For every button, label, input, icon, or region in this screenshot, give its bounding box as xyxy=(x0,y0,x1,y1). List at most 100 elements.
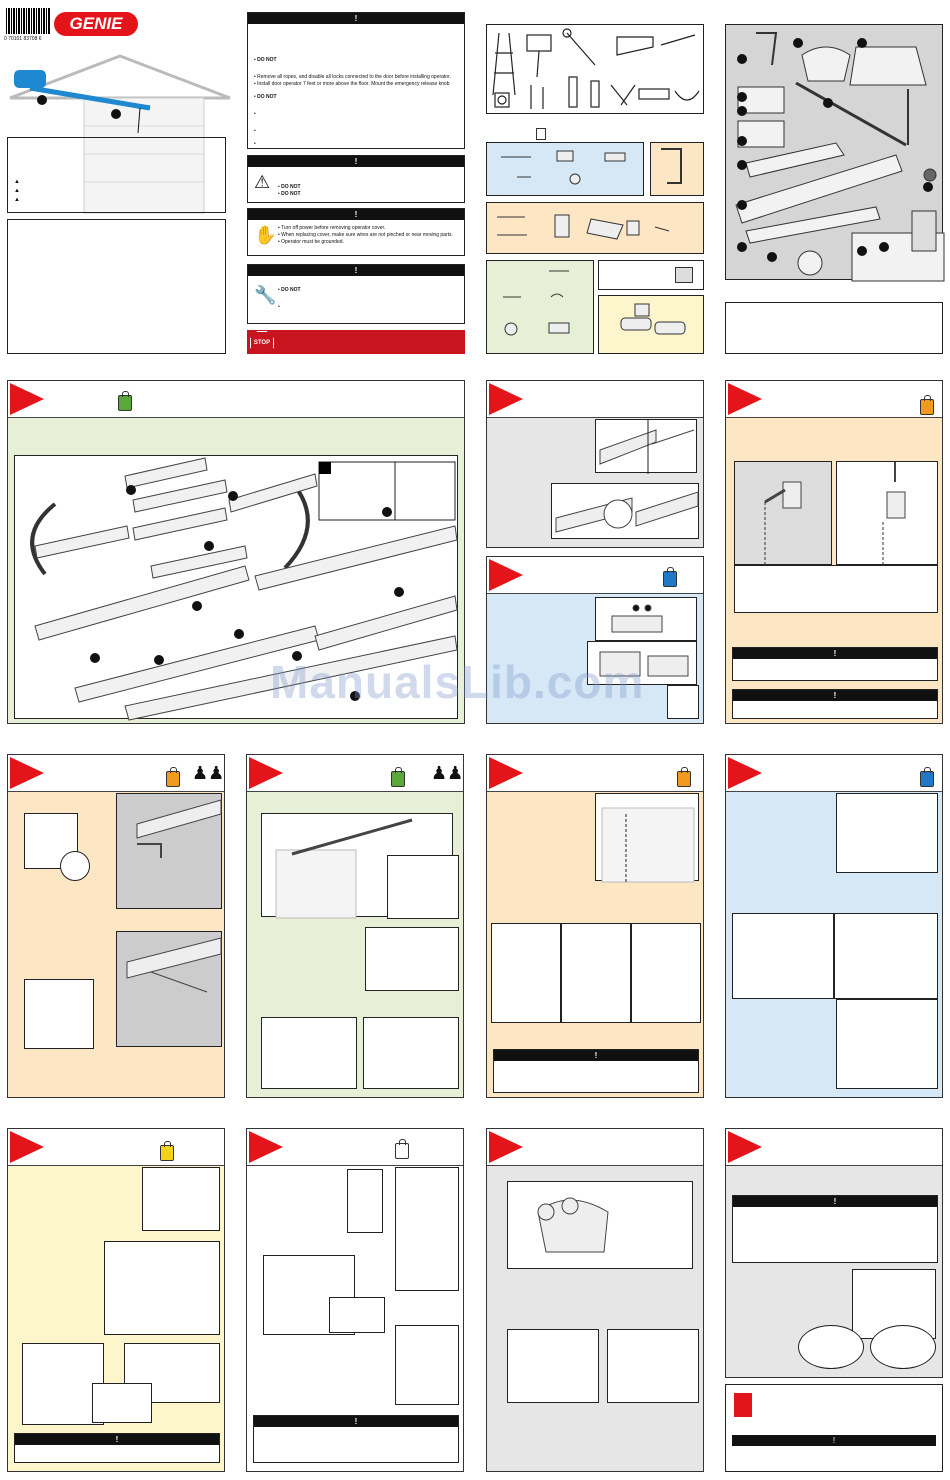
figure-5a-detail xyxy=(60,851,90,881)
stop-bar: STOP xyxy=(247,330,465,355)
step-5-panel: ♟♟ xyxy=(7,754,225,1098)
orange-bag-icon xyxy=(677,767,691,787)
barcode-number: 0 70101 83708 6 xyxy=(4,36,42,42)
blue-bag-icon xyxy=(920,767,934,787)
step-9-warning: ! xyxy=(14,1433,220,1463)
step-10-warning-label xyxy=(395,1325,459,1405)
figure-7b xyxy=(491,923,561,1023)
genie-logo: GENIE xyxy=(54,12,138,36)
figure-9e xyxy=(92,1383,152,1423)
stop-sign-icon: STOP xyxy=(250,331,274,355)
figure-10a xyxy=(347,1169,383,1233)
rail-assembly-figure xyxy=(14,455,458,721)
figure-9a xyxy=(142,1167,220,1231)
orange-bag-icon xyxy=(166,767,180,787)
safety-bullet: Remove all ropes, and disable all locks … xyxy=(257,74,451,80)
figure-5c xyxy=(116,931,222,1047)
figure-5d xyxy=(24,979,94,1049)
figure-7c xyxy=(561,923,631,1023)
white-bag-icon xyxy=(395,1139,409,1159)
step-11-panel xyxy=(486,1128,704,1472)
safety-panel: ! • DO NOT • Remove all ropes, and disab… xyxy=(247,12,465,149)
figure-11c xyxy=(607,1329,699,1403)
figure-5b xyxy=(116,793,222,909)
barcode xyxy=(6,8,50,34)
step-4-note xyxy=(734,565,938,613)
step-arrow-icon xyxy=(489,383,523,415)
step-arrow-icon xyxy=(728,383,762,415)
safety-bullet: Install door operator 7 feet or more abo… xyxy=(257,81,450,87)
figure-11a xyxy=(507,1181,693,1269)
hardware-parts-blue xyxy=(501,150,626,185)
do-not-label: DO NOT xyxy=(257,94,277,100)
step-arrow-icon xyxy=(10,383,44,415)
bag-icon xyxy=(536,128,546,140)
figure-9b xyxy=(104,1241,220,1335)
info-box-1: ▲▲▲ xyxy=(7,137,226,213)
blue-bag-icon xyxy=(663,567,677,587)
figure-12c xyxy=(870,1325,936,1369)
hand-shock-icon: ✋ xyxy=(254,225,277,245)
figure-10d xyxy=(329,1297,385,1333)
step-12-warning: ! xyxy=(732,1195,938,1263)
figure-8a xyxy=(836,793,938,873)
step-8-panel xyxy=(725,754,943,1098)
figure-8c xyxy=(834,913,938,999)
step-7-panel: ! xyxy=(486,754,704,1098)
hazard-box-3: ! 🔧 • DO NOT• xyxy=(247,264,465,324)
rail-assembly-illustration xyxy=(30,457,458,721)
step-arrow-icon xyxy=(489,1131,523,1163)
figure-8d xyxy=(836,999,938,1089)
figure-11b xyxy=(507,1329,599,1403)
step-arrow-icon xyxy=(249,1131,283,1163)
step-1-panel xyxy=(7,380,465,724)
step-7-warning: ! xyxy=(493,1049,699,1093)
warning-banner: ! xyxy=(248,13,464,24)
step-4-warning-2: ! xyxy=(732,689,938,719)
hazard-box-1: ! ⚠ • DO NOT• DO NOT xyxy=(247,155,465,203)
step-4-panel: ! ! xyxy=(725,380,943,724)
orange-bag-icon xyxy=(920,395,934,415)
yellow-bag-icon xyxy=(160,1141,174,1161)
do-not-label: DO NOT xyxy=(257,57,277,63)
hardware-bag-yellow xyxy=(598,295,704,354)
step-4-warning-1: ! xyxy=(732,647,938,681)
figure-3c xyxy=(667,685,699,719)
step-arrow-icon xyxy=(489,559,523,591)
figure-6d xyxy=(363,1017,459,1089)
figure-10b xyxy=(395,1167,459,1291)
figure-6b xyxy=(365,927,459,991)
figure-7a xyxy=(595,793,699,883)
step-arrow-icon xyxy=(10,757,44,789)
hazard-box-2: ! ✋ • Turn off power before removing ope… xyxy=(247,208,465,256)
light-lens-icon xyxy=(675,267,693,283)
two-people-icon: ♟♟ xyxy=(431,763,464,783)
step-arrow-icon xyxy=(489,757,523,789)
step-arrow-icon xyxy=(728,757,762,789)
garage-illustration xyxy=(9,54,231,214)
warning-person-icon: ⚠ xyxy=(254,172,271,192)
final-note-box: ! xyxy=(725,1384,943,1472)
parts-illustration xyxy=(735,32,945,282)
figure-12b xyxy=(798,1325,864,1369)
step-arrow-icon xyxy=(728,1131,762,1163)
step-6-panel: ♟♟ xyxy=(246,754,464,1098)
two-people-icon: ♟♟ xyxy=(192,763,225,783)
green-bag-icon xyxy=(391,767,405,787)
hardware-bag-blue xyxy=(486,142,644,196)
figure-3b xyxy=(587,641,697,685)
figure-9c xyxy=(22,1343,104,1425)
figure-7d xyxy=(631,923,701,1023)
step-2-panel xyxy=(486,380,704,548)
step-9-panel: ! xyxy=(7,1128,225,1472)
step-10-panel: ! xyxy=(246,1128,464,1472)
figure-6c xyxy=(261,1017,357,1089)
red-tab-icon xyxy=(734,1393,752,1417)
tools-illustration xyxy=(492,28,700,109)
figure-4b xyxy=(836,461,938,566)
accessory-box xyxy=(598,260,704,290)
figure-3a xyxy=(595,597,697,641)
figure-4a xyxy=(734,461,832,566)
step-arrow-icon xyxy=(10,1131,44,1163)
parts-note-box xyxy=(725,302,943,354)
